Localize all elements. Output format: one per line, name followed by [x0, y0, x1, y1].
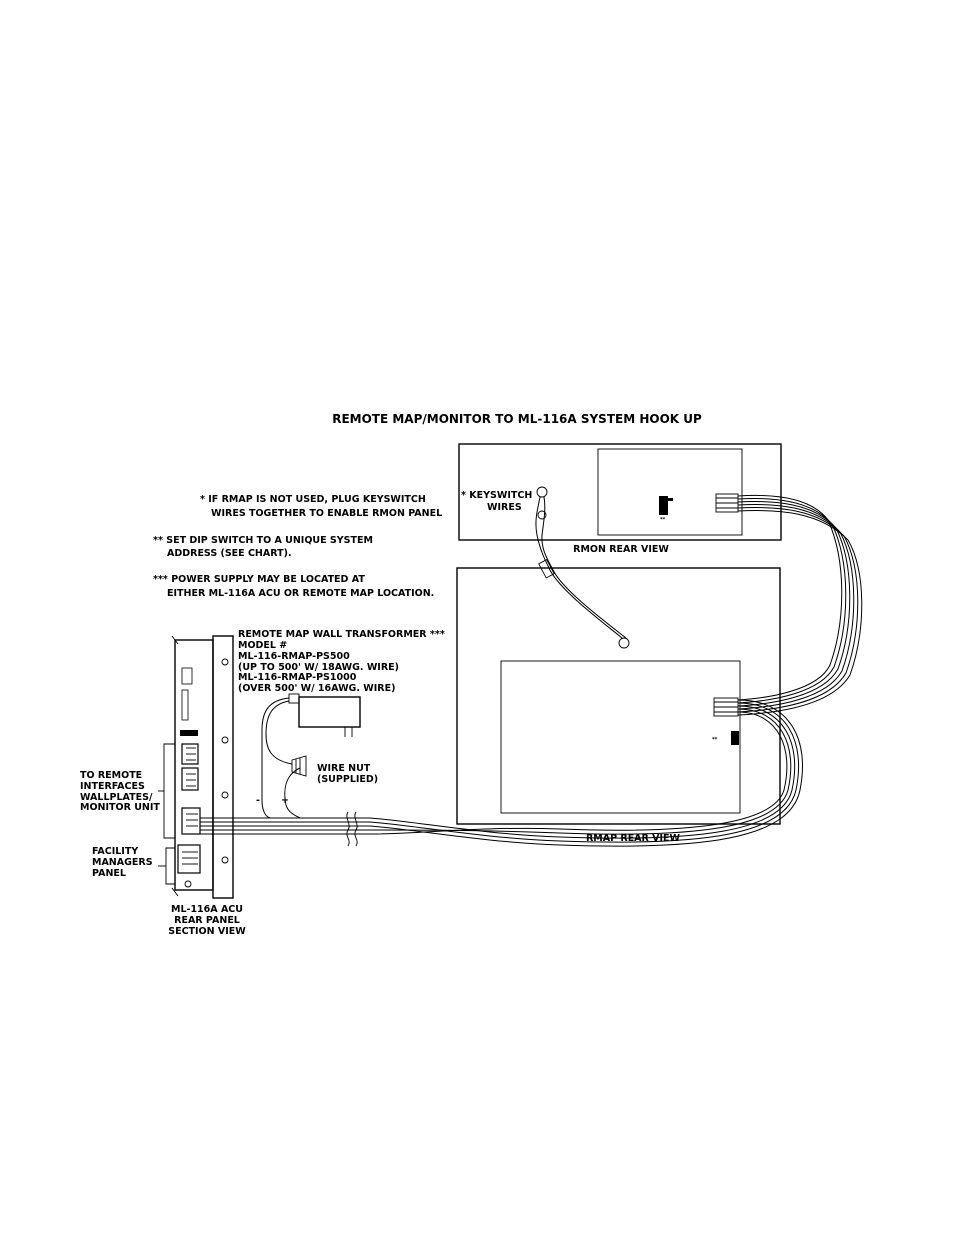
diagram-title: REMOTE MAP/MONITOR TO ML-116A SYSTEM HOO… [332, 412, 702, 426]
facility-line2: MANAGERS [92, 857, 153, 868]
rmap-acu-cable [200, 699, 803, 847]
polarity-plus: + [281, 795, 289, 806]
facility-line3: PANEL [92, 868, 126, 879]
remote-interfaces-line4: MONITOR UNIT [80, 802, 160, 813]
rmap-dip-switch: ** [712, 731, 739, 745]
wire-nut: WIRE NUT (SUPPLIED) [291, 755, 378, 785]
keyswitch-label-line1: * KEYSWITCH [461, 490, 532, 501]
wall-transformer: REMOTE MAP WALL TRANSFORMER *** MODEL # … [238, 629, 445, 819]
rmon-dip-switch: ** [659, 496, 673, 523]
facility-managers-label: FACILITY MANAGERS PANEL [92, 846, 153, 879]
notes-block: * IF RMAP IS NOT USED, PLUG KEYSWITCH WI… [153, 494, 442, 599]
acu-line3: SECTION VIEW [168, 926, 246, 937]
transformer-line6: (OVER 500' W/ 16AWG. WIRE) [238, 683, 395, 694]
note-power-line1: *** POWER SUPPLY MAY BE LOCATED AT [153, 574, 365, 585]
remote-interfaces-label: TO REMOTE INTERFACES WALLPLATES/ MONITOR… [80, 770, 160, 813]
rmon-connector [715, 493, 739, 513]
rmon-dip-mark: ** [660, 517, 666, 523]
acu-terminal-blocks [177, 667, 201, 888]
remote-interfaces-line3: WALLPLATES/ [80, 792, 153, 803]
keyswitch-label-line2: WIRES [487, 502, 522, 513]
transformer-line1: REMOTE MAP WALL TRANSFORMER *** [238, 629, 445, 640]
polarity-minus: - [256, 795, 260, 806]
facility-line1: FACILITY [92, 846, 138, 857]
wire-nut-line2: (SUPPLIED) [317, 774, 378, 785]
acu-label: ML-116A ACU REAR PANEL SECTION VIEW [168, 904, 246, 937]
note-dip-line2: ADDRESS (SEE CHART). [167, 548, 292, 559]
acu-line2: REAR PANEL [174, 915, 240, 926]
rmap-rear-view: ** RMAP REAR VIEW [456, 567, 781, 844]
transformer-line2: MODEL # [238, 640, 287, 651]
transformer-line4: (UP TO 500' W/ 18AWG. WIRE) [238, 662, 399, 673]
rmap-connector [713, 697, 739, 717]
transformer-line5: ML-116-RMAP-PS1000 [238, 672, 357, 683]
remote-interfaces-line1: TO REMOTE [80, 770, 142, 781]
keyswitch-wires [535, 486, 630, 649]
note-dip-line1: ** SET DIP SWITCH TO A UNIQUE SYSTEM [153, 535, 373, 546]
transformer-line3: ML-116-RMAP-PS500 [238, 651, 350, 662]
remote-interfaces-line2: INTERFACES [80, 781, 145, 792]
rmap-dip-mark: ** [712, 737, 718, 743]
rmon-rear-view: * KEYSWITCH WIRES ** RMON REAR VIEW [458, 443, 782, 555]
acu-line1: ML-116A ACU [171, 904, 243, 915]
rmon-rear-view-label: RMON REAR VIEW [573, 544, 669, 555]
note-power-line2: EITHER ML-116A ACU OR REMOTE MAP LOCATIO… [167, 588, 434, 599]
rmon-rmap-cable [737, 494, 863, 716]
note-rmap-unused-line2: WIRES TOGETHER TO ENABLE RMON PANEL [211, 508, 442, 519]
wire-nut-line1: WIRE NUT [317, 763, 371, 774]
note-rmap-unused-line1: * IF RMAP IS NOT USED, PLUG KEYSWITCH [200, 494, 426, 505]
acu-rear-panel [158, 635, 234, 899]
